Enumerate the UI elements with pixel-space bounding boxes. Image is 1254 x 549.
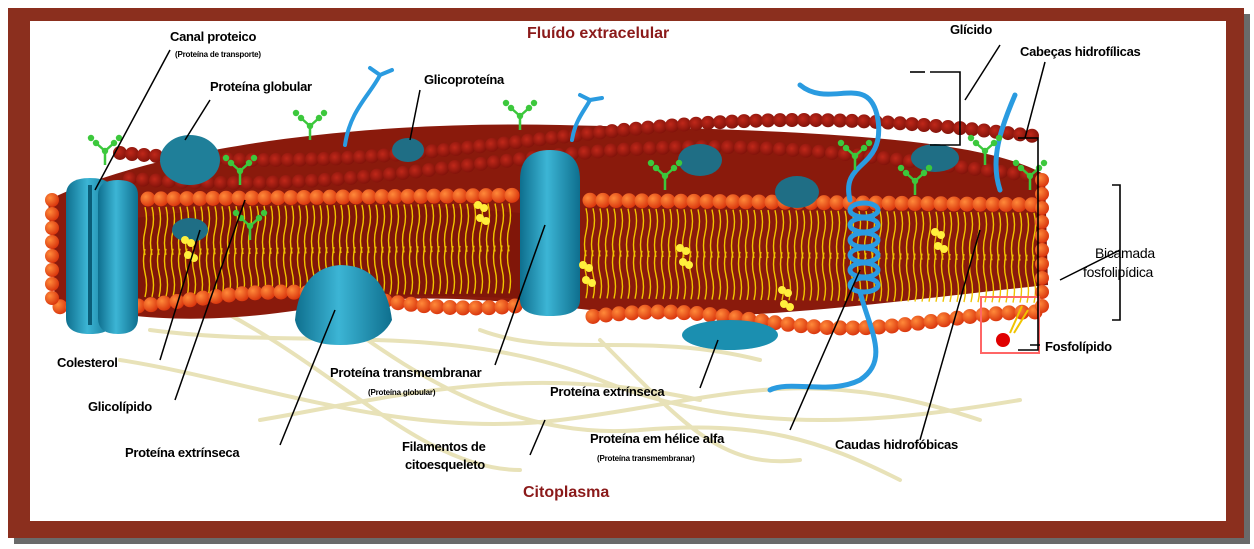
extrinsic-protein-mid [682,320,778,350]
cytoplasm-title: Citoplasma [523,484,609,502]
label-glycoprotein: Glicoproteína [424,73,504,87]
label-alpha-helix-sub: (Proteína transmembranar) [597,452,695,466]
label-hydrophilic-heads: Cabeças hidrofílicas [1020,45,1140,59]
label-protein-channel: Canal proteico [170,30,256,44]
protein-channel [66,178,138,334]
label-transmembrane-protein: Proteína transmembranar [330,366,481,380]
label-glycolipid: Glicolípido [88,400,152,414]
label-glycan: Glícido [950,23,992,37]
label-extrinsic-protein-left: Proteína extrínseca [125,446,239,460]
label-phospholipid: Fosfolípido [1045,340,1112,354]
extracellular-fluid-title: Fluído extracelular [527,25,669,43]
label-globular-protein: Proteína globular [210,80,312,94]
label-transmembrane-sub: (Proteína globular) [368,386,435,400]
label-alpha-helix: Proteína em hélice alfa [590,432,724,446]
label-cytoskeleton-2: citoesqueleto [405,458,485,472]
label-protein-channel-sub: (Proteína de transporte) [175,48,261,62]
label-bilayer-1: Bicamada [1095,246,1155,260]
label-extrinsic-protein-mid: Proteína extrínseca [550,385,664,399]
transmembrane-protein [520,150,580,316]
label-cholesterol: Colesterol [57,356,118,370]
globular-protein [160,135,220,185]
label-hydrophobic-tails: Caudas hidrofóbicas [835,438,958,452]
label-cytoskeleton-1: Filamentos de [402,440,486,454]
label-bilayer-2: fosfolipídica [1083,265,1153,279]
